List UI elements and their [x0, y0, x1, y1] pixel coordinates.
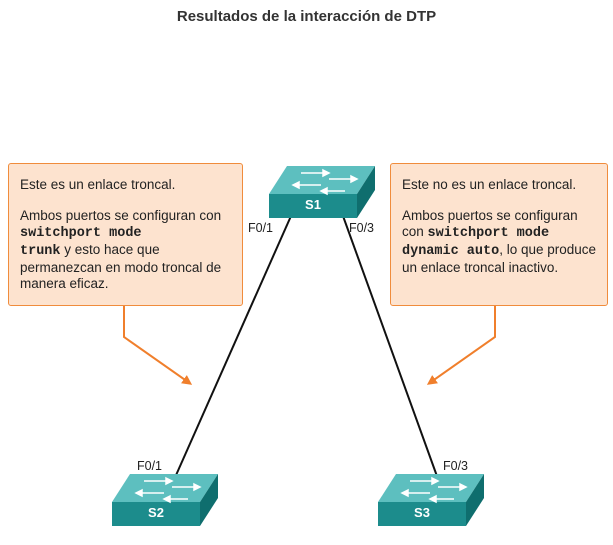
switch-icon [112, 474, 218, 526]
link-s1-s2 [172, 215, 292, 483]
port-label-s1-f0-3: F0/3 [349, 221, 375, 235]
link-s1-s3 [342, 215, 439, 480]
switch-s3-label: S3 [414, 505, 430, 520]
callout-non-trunk-link: Este no es un enlace troncal. Ambos puer… [390, 163, 608, 306]
callout-text: Ambos puertos se configuran con [20, 208, 222, 223]
port-label-s3-f0-3: F0/3 [443, 459, 469, 473]
switch-s3: S3 [378, 474, 484, 526]
switch-s1-label: S1 [305, 197, 321, 212]
switch-icon [378, 474, 484, 526]
command-text: dynamic auto [402, 244, 500, 259]
diagram-title: Resultados de la interacción de DTP [176, 8, 437, 25]
command-text: switchport mode [20, 226, 142, 241]
switch-s1: S1 [269, 166, 375, 218]
callout-text: y esto hace que permanezcan en modo tron… [20, 242, 222, 291]
right-callout-arrow [426, 305, 496, 385]
callout-heading: Este es un enlace troncal. [20, 177, 176, 192]
callout-trunk-link: Este es un enlace troncal. Ambos puertos… [8, 163, 243, 306]
switch-s2: S2 [112, 474, 218, 526]
callout-body: Ambos puertos se configuran con switchpo… [402, 208, 597, 276]
switch-s2-label: S2 [148, 505, 164, 520]
callout-text: Ambos puertos se configuran con [402, 208, 578, 239]
command-text: trunk [20, 244, 61, 259]
callout-text: , lo que produce un enlace troncal inact… [402, 242, 597, 275]
port-label-s2-f0-1: F0/1 [137, 459, 163, 473]
command-text: switchport mode [427, 226, 550, 241]
port-label-s1-f0-1: F0/1 [248, 221, 274, 235]
callout-heading: Este no es un enlace troncal. [402, 177, 577, 192]
callout-body: Ambos puertos se configuran con switchpo… [20, 208, 232, 292]
switch-icon [269, 166, 375, 218]
left-callout-arrow [123, 305, 193, 385]
